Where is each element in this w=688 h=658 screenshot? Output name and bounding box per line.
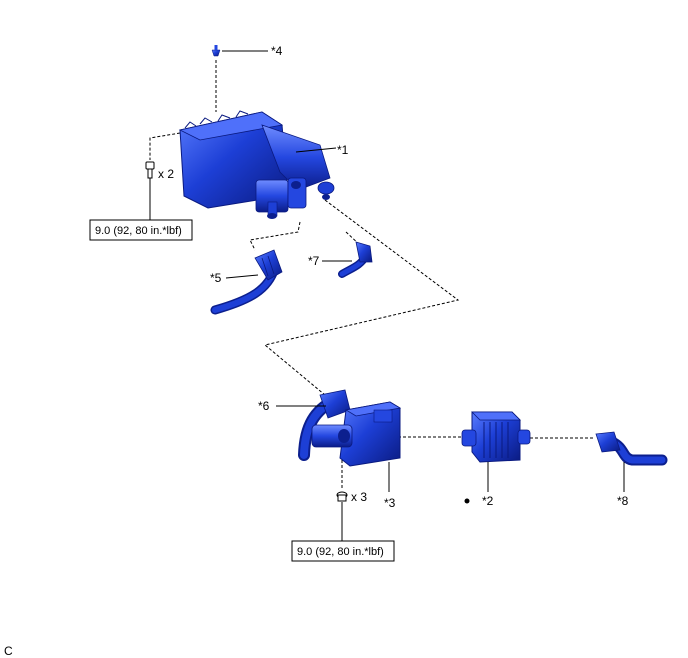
pump-module-part-3 [311, 401, 402, 467]
label-part-7: *7 [308, 254, 320, 268]
label-part-2: *2 [482, 494, 494, 508]
torque-box-bottom: 9.0 (92, 80 in.*lbf) [291, 540, 395, 562]
label-part-1: *1 [337, 143, 349, 157]
bolt-qty-top: x 2 [158, 167, 174, 181]
corner-mark: C [4, 644, 13, 658]
bolt-qty-bottom: x 3 [351, 490, 367, 504]
torque-spec-top: 9.0 (92, 80 in.*lbf) [95, 225, 182, 237]
hose-part-8 [595, 431, 668, 466]
label-part-8: *8 [617, 494, 629, 508]
marker-dot [464, 498, 470, 504]
hose-part-6 [298, 389, 351, 461]
leader-part-5 [225, 274, 259, 279]
hose-part-5 [210, 249, 283, 315]
leader-part-1 [295, 147, 337, 153]
clip-part-4 [211, 45, 221, 57]
torque-spec-bottom: 9.0 (92, 80 in.*lbf) [297, 546, 384, 558]
nut-icon [336, 491, 348, 502]
label-part-4: *4 [271, 44, 283, 58]
hose-part-7 [338, 241, 373, 278]
label-part-6: *6 [258, 399, 270, 413]
canister-part-1 [178, 110, 335, 219]
torque-box-top: 9.0 (92, 80 in.*lbf) [89, 219, 193, 241]
bolt-icon [145, 161, 155, 179]
label-part-5: *5 [210, 271, 222, 285]
filter-part-2 [461, 411, 531, 463]
label-part-3: *3 [384, 496, 396, 510]
